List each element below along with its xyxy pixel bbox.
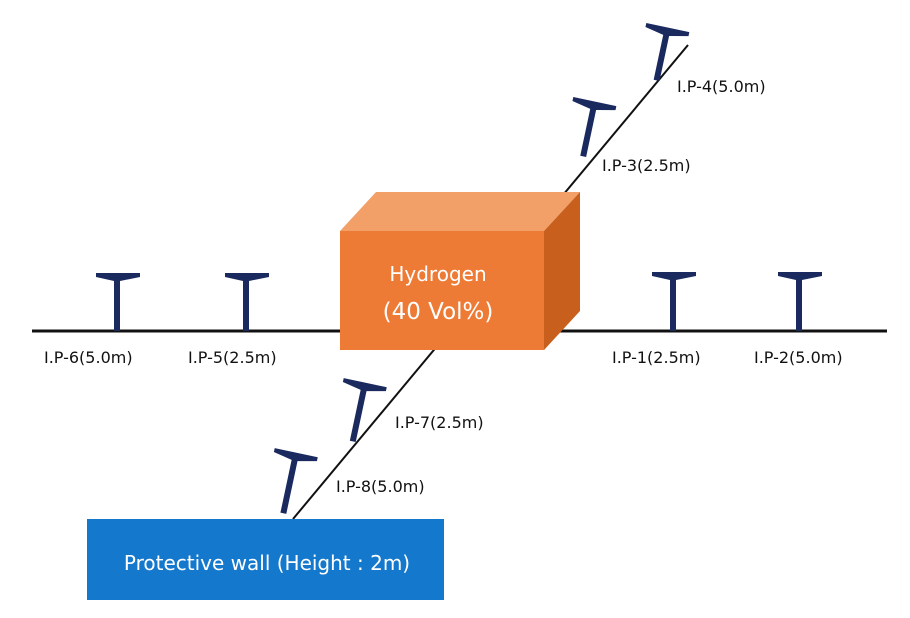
sensor-icon-ip5 [225,273,269,331]
sensor-icon-ip8 [273,448,318,514]
protective-wall: Protective wall (Height : 2m) [87,519,444,600]
label-ip7: I.P-7(2.5m) [395,413,484,432]
hydrogen-source-box: Hydrogen (40 Vol%) [340,192,580,350]
box-side-face [544,192,580,350]
label-ip3: I.P-3(2.5m) [602,156,691,175]
sensor-icon-ip1 [652,272,696,331]
label-ip1: I.P-1(2.5m) [612,348,701,367]
sensor-icon-ip3 [572,97,617,158]
sensor-icon-ip4 [645,23,690,82]
box-front-face [340,231,544,350]
label-ip4: I.P-4(5.0m) [677,77,766,96]
source-name: Hydrogen [389,262,486,286]
label-ip5: I.P-5(2.5m) [188,348,277,367]
sensor-icon-ip2 [778,272,822,331]
protective-wall-block [87,519,444,600]
box-top-face [340,192,580,231]
label-ip8: I.P-8(5.0m) [336,477,425,496]
protective-wall-label: Protective wall (Height : 2m) [124,551,410,575]
label-ip2: I.P-2(5.0m) [754,348,843,367]
sensor-icon-ip6 [96,273,140,331]
sensor-icon-ip7 [342,378,387,442]
label-ip6: I.P-6(5.0m) [44,348,133,367]
source-concentration: (40 Vol%) [383,299,494,325]
